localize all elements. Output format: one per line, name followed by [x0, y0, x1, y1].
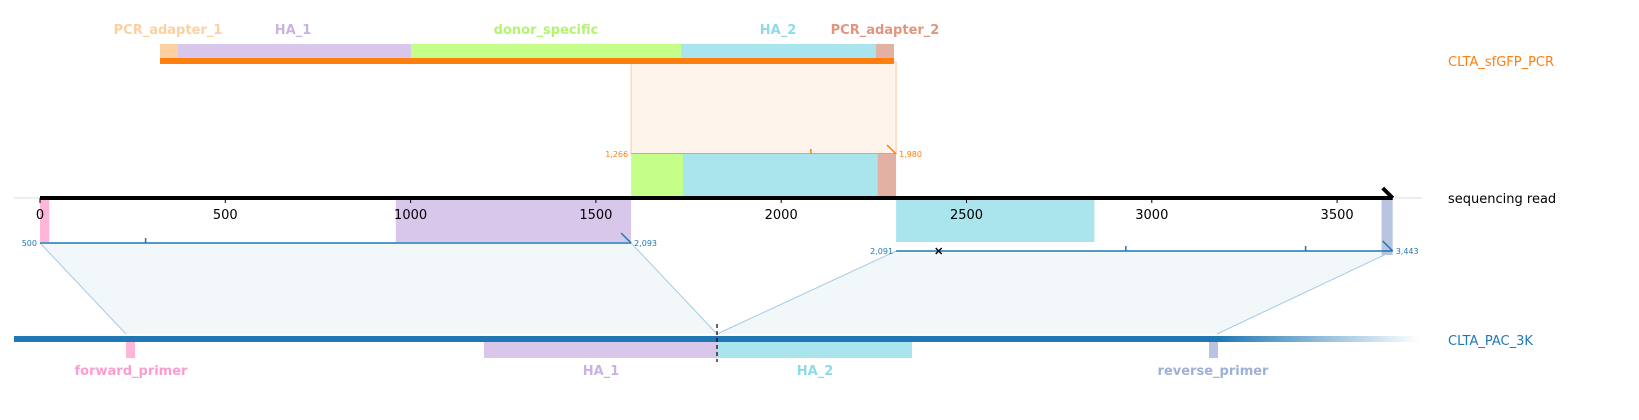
- bottom-reference: 500 2,093 2,091 3,443 forward_primer HA_1 HA_2…: [14, 232, 1420, 379]
- read-feature-forward_primer-below: [40, 198, 50, 242]
- bottom-feature-label-ha_2: HA_2: [797, 364, 834, 379]
- read-arrowhead: [1381, 186, 1395, 200]
- bottom-feature-label-forward_primer: forward_primer: [75, 364, 189, 379]
- bottom-left-alignment-edge-left: [39, 242, 127, 335]
- axis-tick-label-0: 0: [36, 208, 44, 223]
- top-feature-pcr_adapter_2: [876, 44, 894, 60]
- bottom-feature-label-reverse_primer: reverse_primer: [1158, 364, 1270, 379]
- bottom-feature-reverse_primer: [1209, 342, 1218, 358]
- top-feature-ha_1: [178, 44, 411, 60]
- axis-tick-label-500: 500: [213, 208, 238, 223]
- bottom-left-alignment-arrowhead: [620, 232, 632, 244]
- top-feature-label-pcr_adapter_2: PCR_adapter_2: [831, 23, 940, 38]
- top-alignment-start-label: 1,266: [605, 150, 628, 159]
- top-feature-label-pcr_adapter_1: PCR_adapter_1: [114, 23, 223, 38]
- bottom-feature-ha_2: [717, 342, 912, 358]
- axis-tick-label-3000: 3000: [1135, 208, 1168, 223]
- bottom-left-alignment-region: [40, 243, 717, 334]
- bottom-right-alignment-end-label: 3,443: [1396, 247, 1419, 256]
- axis-tick-label-2000: 2000: [765, 208, 798, 223]
- top-feature-label-donor_specific: donor_specific: [494, 23, 599, 38]
- read-feature-donor_specific-above: [631, 154, 683, 198]
- bottom-feature-forward_primer: [126, 342, 135, 358]
- read-feature-pcr_adapter_2-above: [877, 154, 897, 198]
- top-reference-bar: [160, 58, 894, 64]
- bottom-right-alignment-arrowhead: [1382, 240, 1394, 252]
- bottom-left-alignment-edge-right: [630, 242, 718, 335]
- mismatch-marker: [935, 247, 943, 255]
- read-feature-ha_2-above: [682, 154, 878, 198]
- top-reference: PCR_adapter_1 HA_1 donor_specific HA_2 PCR_a…: [114, 23, 940, 159]
- bottom-feature-ha_1: [484, 342, 717, 358]
- top-feature-donor_specific: [411, 44, 681, 60]
- bottom-reference-name: CLTA_PAC_3K: [1448, 334, 1533, 349]
- top-feature-label-ha_1: HA_1: [275, 23, 312, 38]
- top-feature-pcr_adapter_1: [160, 44, 178, 60]
- sequencing-read-name: sequencing read: [1448, 192, 1556, 207]
- bottom-right-alignment-edge-left: [716, 250, 897, 335]
- top-reference-name: CLTA_sfGFP_PCR: [1448, 55, 1554, 70]
- top-alignment-end-label: 1,980: [899, 150, 922, 159]
- bottom-reference-bar-fade: [1218, 336, 1420, 342]
- alignment-shading: [39, 61, 1393, 335]
- top-alignment-arrowhead: [886, 144, 897, 155]
- top-feature-ha_2: [681, 44, 876, 60]
- axis-tick-label-3500: 3500: [1321, 208, 1354, 223]
- axis-tick-label-1500: 1500: [579, 208, 612, 223]
- bottom-left-alignment-end-label: 2,093: [634, 239, 657, 248]
- axis-tick-label-2500: 2500: [950, 208, 983, 223]
- read-feature-reverse_primer-below: [1381, 198, 1393, 255]
- bottom-right-alignment-edge-right: [1216, 250, 1393, 335]
- read-feature-ha_1-below: [395, 198, 632, 242]
- read-feature-ha_2-below: [896, 198, 1095, 242]
- sequencing-read: 0 500 1000 1500 2000 2500 3000 3500: [14, 154, 1422, 255]
- axis-tick-label-1000: 1000: [394, 208, 427, 223]
- bottom-reference-bar: [14, 336, 1218, 342]
- bottom-right-alignment-region: [717, 251, 1393, 334]
- top-alignment-region: [630, 61, 897, 155]
- bottom-feature-label-ha_1: HA_1: [583, 364, 620, 379]
- bottom-left-alignment-start-label: 500: [22, 239, 37, 248]
- top-feature-label-ha_2: HA_2: [760, 23, 797, 38]
- bottom-right-alignment-start-label: 2,091: [870, 247, 893, 256]
